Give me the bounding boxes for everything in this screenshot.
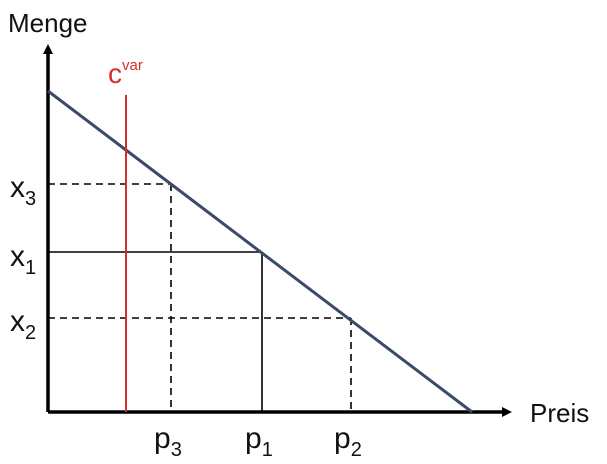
p2-label: p2 bbox=[334, 422, 362, 461]
x1-label: x1 bbox=[10, 240, 36, 279]
variable-cost-label: cvar bbox=[108, 57, 143, 89]
variable-cost-label-base: c bbox=[108, 58, 122, 89]
x-axis-label: Preis bbox=[530, 398, 589, 428]
p3-label: p3 bbox=[154, 422, 182, 461]
p1-label: p1 bbox=[245, 422, 273, 461]
variable-cost-label-sup: var bbox=[122, 57, 143, 74]
x3-label: x3 bbox=[10, 171, 36, 210]
demand-line bbox=[47, 89, 473, 414]
x2-label: x2 bbox=[10, 305, 36, 344]
y-axis-label: Menge bbox=[8, 8, 88, 38]
